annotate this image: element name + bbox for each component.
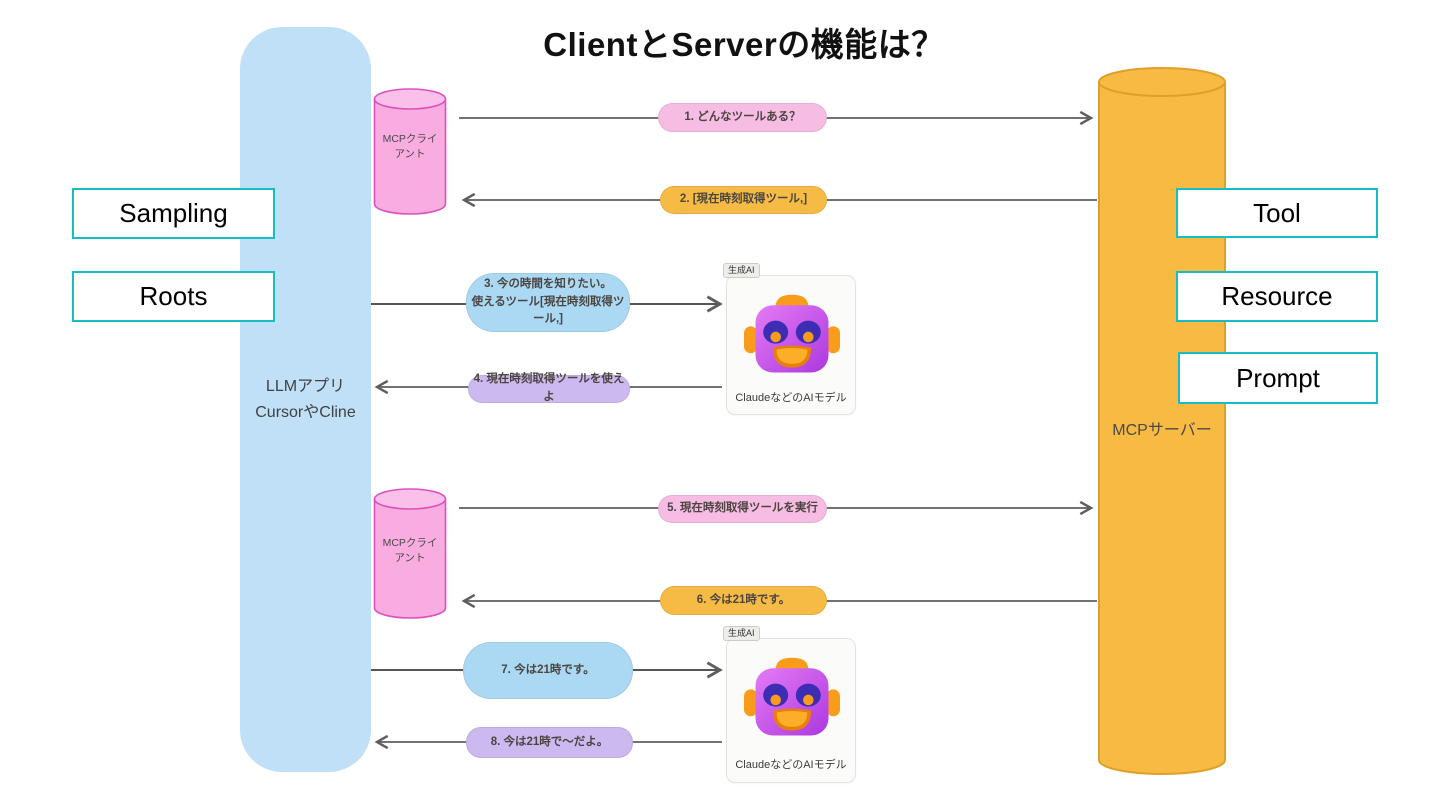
cylinder-shape	[1098, 67, 1226, 775]
capability-box-sampling: Sampling	[72, 188, 275, 239]
message-2-text: 2. [現在時刻取得ツール,]	[679, 193, 808, 206]
diagram-title: ClientとServerの機能は？	[543, 26, 945, 63]
message-pill-4: 4. 現在時刻取得ツールを使えよ	[468, 373, 630, 403]
mcp-server-label: MCPサーバー	[1112, 422, 1212, 439]
message-6-text: 6. 今は21時です。	[696, 593, 791, 606]
message-pill-7: 7. 今は21時です。	[463, 642, 633, 699]
message-5-text: 5. 現在時刻取得ツールを実行	[667, 502, 818, 515]
llm-app-label-line1: LLMアプリ	[265, 378, 346, 395]
ai-model-card-top: 生成AI ClaudeなどのAIモデル	[723, 263, 856, 415]
message-pill-3: 3. 今の時間を知りたい。 使えるツール[現在時刻取得ツール,]	[466, 273, 630, 332]
ai-model-card-bottom: 生成AI ClaudeなどのAIモデル	[723, 626, 856, 783]
capability-box-prompt: Prompt	[1178, 352, 1378, 404]
message-3-line1: 3. 今の時間を知りたい。	[484, 277, 612, 290]
llm-app-label: LLMアプリ CursorやCline	[240, 374, 371, 426]
mcp-client-bottom-line2: アント	[394, 552, 426, 564]
message-1-text: 1. どんなツールある？	[684, 110, 801, 123]
message-pill-1: 1. どんなツールある？	[658, 103, 827, 132]
capability-box-tool: Tool	[1176, 188, 1378, 238]
capability-box-roots: Roots	[72, 271, 275, 322]
cylinder-shape	[373, 488, 447, 619]
capability-box-resource: Resource	[1176, 271, 1378, 322]
genai-badge: 生成AI	[723, 626, 760, 641]
mcp-client-cylinder-top: MCPクライ アント	[373, 88, 447, 216]
message-pill-8: 8. 今は21時で〜だよ。	[466, 727, 633, 758]
ai-model-caption: ClaudeなどのAIモデル	[735, 759, 847, 771]
mcp-client-top-line2: アント	[394, 148, 426, 160]
message-8-text: 8. 今は21時で〜だよ。	[490, 735, 609, 748]
mcp-client-top-label: MCPクライ アント	[373, 132, 447, 162]
message-3-line2: 使えるツール[現在時刻取得ツール,]	[471, 295, 625, 326]
ai-model-caption: ClaudeなどのAIモデル	[735, 392, 847, 404]
mcp-client-cylinder-bottom: MCPクライ アント	[373, 488, 447, 620]
message-pill-5: 5. 現在時刻取得ツールを実行	[658, 495, 827, 523]
mcp-server-cylinder: MCPサーバー	[1097, 66, 1227, 777]
robot-icon	[744, 653, 840, 745]
message-7-text: 7. 今は21時です。	[501, 663, 595, 676]
robot-icon	[744, 290, 840, 382]
message-pill-6: 6. 今は21時です。	[660, 586, 827, 615]
cylinder-shape	[373, 88, 447, 215]
mcp-client-top-line1: MCPクライ	[382, 133, 438, 145]
message-4-text: 4. 現在時刻取得ツールを使えよ	[473, 373, 625, 403]
mcp-client-bottom-label: MCPクライ アント	[373, 536, 447, 566]
message-pill-2: 2. [現在時刻取得ツール,]	[660, 186, 827, 214]
genai-badge: 生成AI	[723, 263, 760, 278]
mcp-client-bottom-line1: MCPクライ	[382, 537, 438, 549]
llm-app-label-line2: CursorやCline	[255, 404, 356, 421]
llm-app-shape: LLMアプリ CursorやCline	[240, 27, 371, 772]
